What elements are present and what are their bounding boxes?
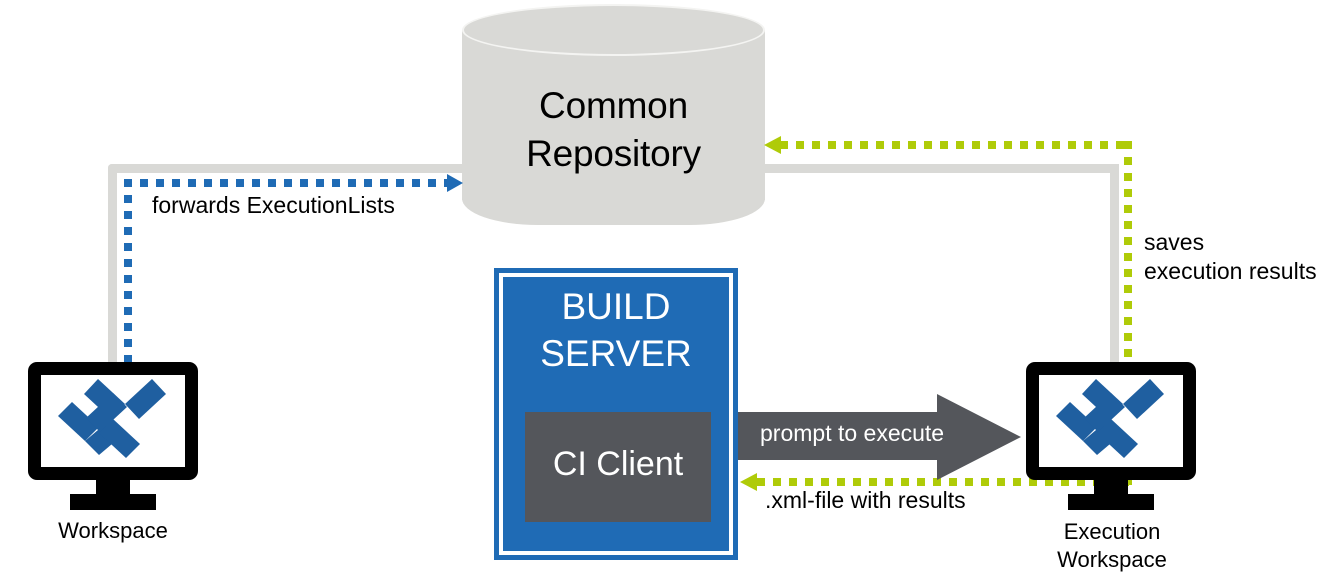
- gray-connector-right-vertical: [1110, 164, 1119, 376]
- edge-label-prompt: prompt to execute: [760, 420, 945, 446]
- execution-workspace-label: Execution Workspace: [1012, 518, 1212, 574]
- green-dotted-vertical: [1124, 141, 1132, 490]
- ci-client-box: [525, 412, 711, 522]
- gray-connector-left-vertical: [108, 164, 117, 372]
- repository-label-line2: Repository: [526, 133, 701, 174]
- green-arrowhead-icon-2: [740, 473, 757, 491]
- blue-dotted-vertical: [124, 179, 132, 365]
- execution-workspace-label-line2: Workspace: [1057, 547, 1167, 572]
- edge-label-saves: saves execution results: [1144, 228, 1317, 286]
- repository-label: Common Repository: [462, 82, 765, 178]
- workspace-monitor-icon: [28, 362, 198, 510]
- build-server-title: BUILD SERVER: [503, 283, 729, 377]
- ci-client-label: CI Client: [552, 445, 684, 483]
- edge-label-saves-line2: execution results: [1144, 258, 1317, 284]
- edge-label-xml: .xml-file with results: [765, 487, 966, 513]
- green-arrowhead-icon: [764, 136, 781, 154]
- execution-workspace-label-line1: Execution: [1063, 519, 1161, 544]
- build-server-title-line2: SERVER: [540, 333, 692, 374]
- repository-cylinder-top: [462, 4, 765, 56]
- green-dotted-horizontal-bottom: [757, 478, 1129, 486]
- prompt-to-execute-arrow-icon: [711, 394, 1021, 480]
- gray-connector-right-horizontal: [764, 164, 1119, 173]
- edge-label-saves-line1: saves: [1144, 229, 1205, 255]
- repository-label-line1: Common: [539, 85, 688, 126]
- monitor-base: [70, 494, 156, 510]
- workspace-label: Workspace: [58, 518, 168, 543]
- build-server-title-line1: BUILD: [561, 286, 671, 327]
- gray-connector-left-horizontal: [108, 164, 468, 173]
- green-dotted-horizontal-top: [780, 141, 1132, 149]
- x-logo-icon: [41, 375, 185, 467]
- repository-cylinder-body: [462, 30, 765, 200]
- monitor-base: [1068, 494, 1154, 510]
- execution-workspace-monitor-icon: [1026, 362, 1196, 510]
- edge-label-forwards: forwards ExecutionLists: [152, 192, 395, 218]
- blue-dotted-horizontal: [124, 179, 454, 187]
- x-logo-icon: [1039, 375, 1183, 467]
- blue-arrowhead-icon: [447, 174, 463, 192]
